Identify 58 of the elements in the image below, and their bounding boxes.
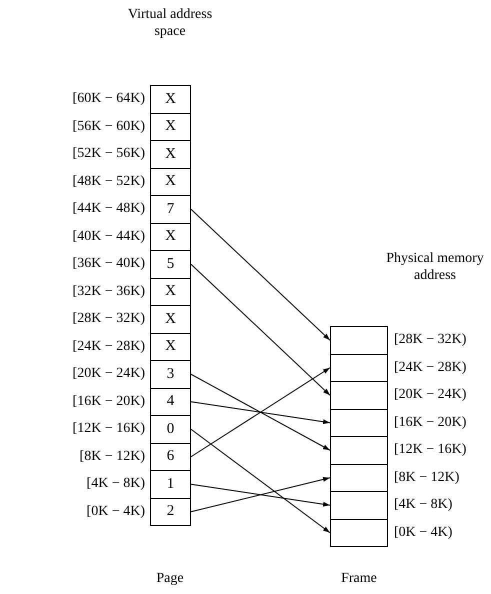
mapping-arrow xyxy=(190,484,330,507)
page-table-entry: 4 xyxy=(150,388,191,416)
physical-frame-cell xyxy=(330,354,388,382)
page-table-entry: X xyxy=(150,305,191,334)
physical-address-range: [20K − 24K) xyxy=(394,386,466,404)
page-table-entry: 3 xyxy=(150,360,191,388)
mapping-arrow xyxy=(190,428,330,534)
virtual-address-range: [24K − 28K) xyxy=(72,338,145,356)
page-table-entry: X xyxy=(150,278,191,306)
page-table-entry: 0 xyxy=(150,415,191,444)
physical-address-range: [0K − 4K) xyxy=(394,524,452,542)
physical-frame-cell xyxy=(330,326,388,354)
physical-address-range: [16K − 20K) xyxy=(394,414,466,432)
virtual-address-range: [8K − 12K) xyxy=(80,448,145,466)
mapping-arrow xyxy=(190,477,330,512)
physical-address-range: [24K − 28K) xyxy=(394,358,466,377)
virtual-address-range: [44K − 48K) xyxy=(72,200,145,218)
page-table-entry: X xyxy=(150,112,191,141)
virtual-address-range: [4K − 8K) xyxy=(86,475,145,494)
physical-address-range: [4K − 8K) xyxy=(394,496,452,514)
mapping-arrow xyxy=(190,208,330,341)
physical-frame-cell xyxy=(330,518,388,547)
virtual-address-range: [20K − 24K) xyxy=(72,365,145,384)
mapping-arrow xyxy=(190,401,330,424)
physical-frame-cell xyxy=(330,491,388,520)
virtual-address-range: [48K − 52K) xyxy=(72,172,145,191)
physical-address-range: [28K − 32K) xyxy=(394,331,466,350)
virtual-address-range: [28K − 32K) xyxy=(72,310,145,328)
page-table-entry: X xyxy=(150,332,191,361)
page-table-entry: 7 xyxy=(150,195,191,224)
page-table-entry: 6 xyxy=(150,442,191,471)
physical-address-range: [12K − 16K) xyxy=(394,441,466,460)
virtual-address-range: [40K − 44K) xyxy=(72,228,145,246)
virtual-address-range: [36K − 40K) xyxy=(72,255,145,274)
physical-frame-cell xyxy=(330,381,388,410)
column-heading: Virtual address space xyxy=(126,6,214,40)
virtual-address-range: [60K − 64K) xyxy=(72,90,145,108)
virtual-address-range: [56K − 60K) xyxy=(72,118,145,136)
page-table-entry: 5 xyxy=(150,250,191,278)
physical-frame-cell xyxy=(330,464,388,492)
page-table-entry: X xyxy=(150,222,191,251)
virtual-address-range: [12K − 16K) xyxy=(72,420,145,438)
page-table-entry: X xyxy=(150,168,191,196)
page-table-entry: X xyxy=(150,140,191,168)
mapping-arrow xyxy=(190,264,330,396)
column-label: Page xyxy=(155,570,185,587)
physical-address-range: [8K − 12K) xyxy=(394,468,460,487)
page-table-entry: 2 xyxy=(150,498,191,526)
column-label: Frame xyxy=(340,570,378,587)
virtual-address-range: [32K − 36K) xyxy=(72,282,145,301)
virtual-address-range: [0K − 4K) xyxy=(86,502,145,521)
physical-frame-cell xyxy=(330,408,388,437)
page-table-entry: 1 xyxy=(150,470,191,498)
virtual-address-range: [16K − 20K) xyxy=(72,392,145,411)
virtual-address-range: [52K − 56K) xyxy=(72,145,145,164)
page-table-entry: X xyxy=(150,85,191,114)
physical-frame-cell xyxy=(330,436,388,464)
column-heading: Physical memory address xyxy=(385,250,485,284)
